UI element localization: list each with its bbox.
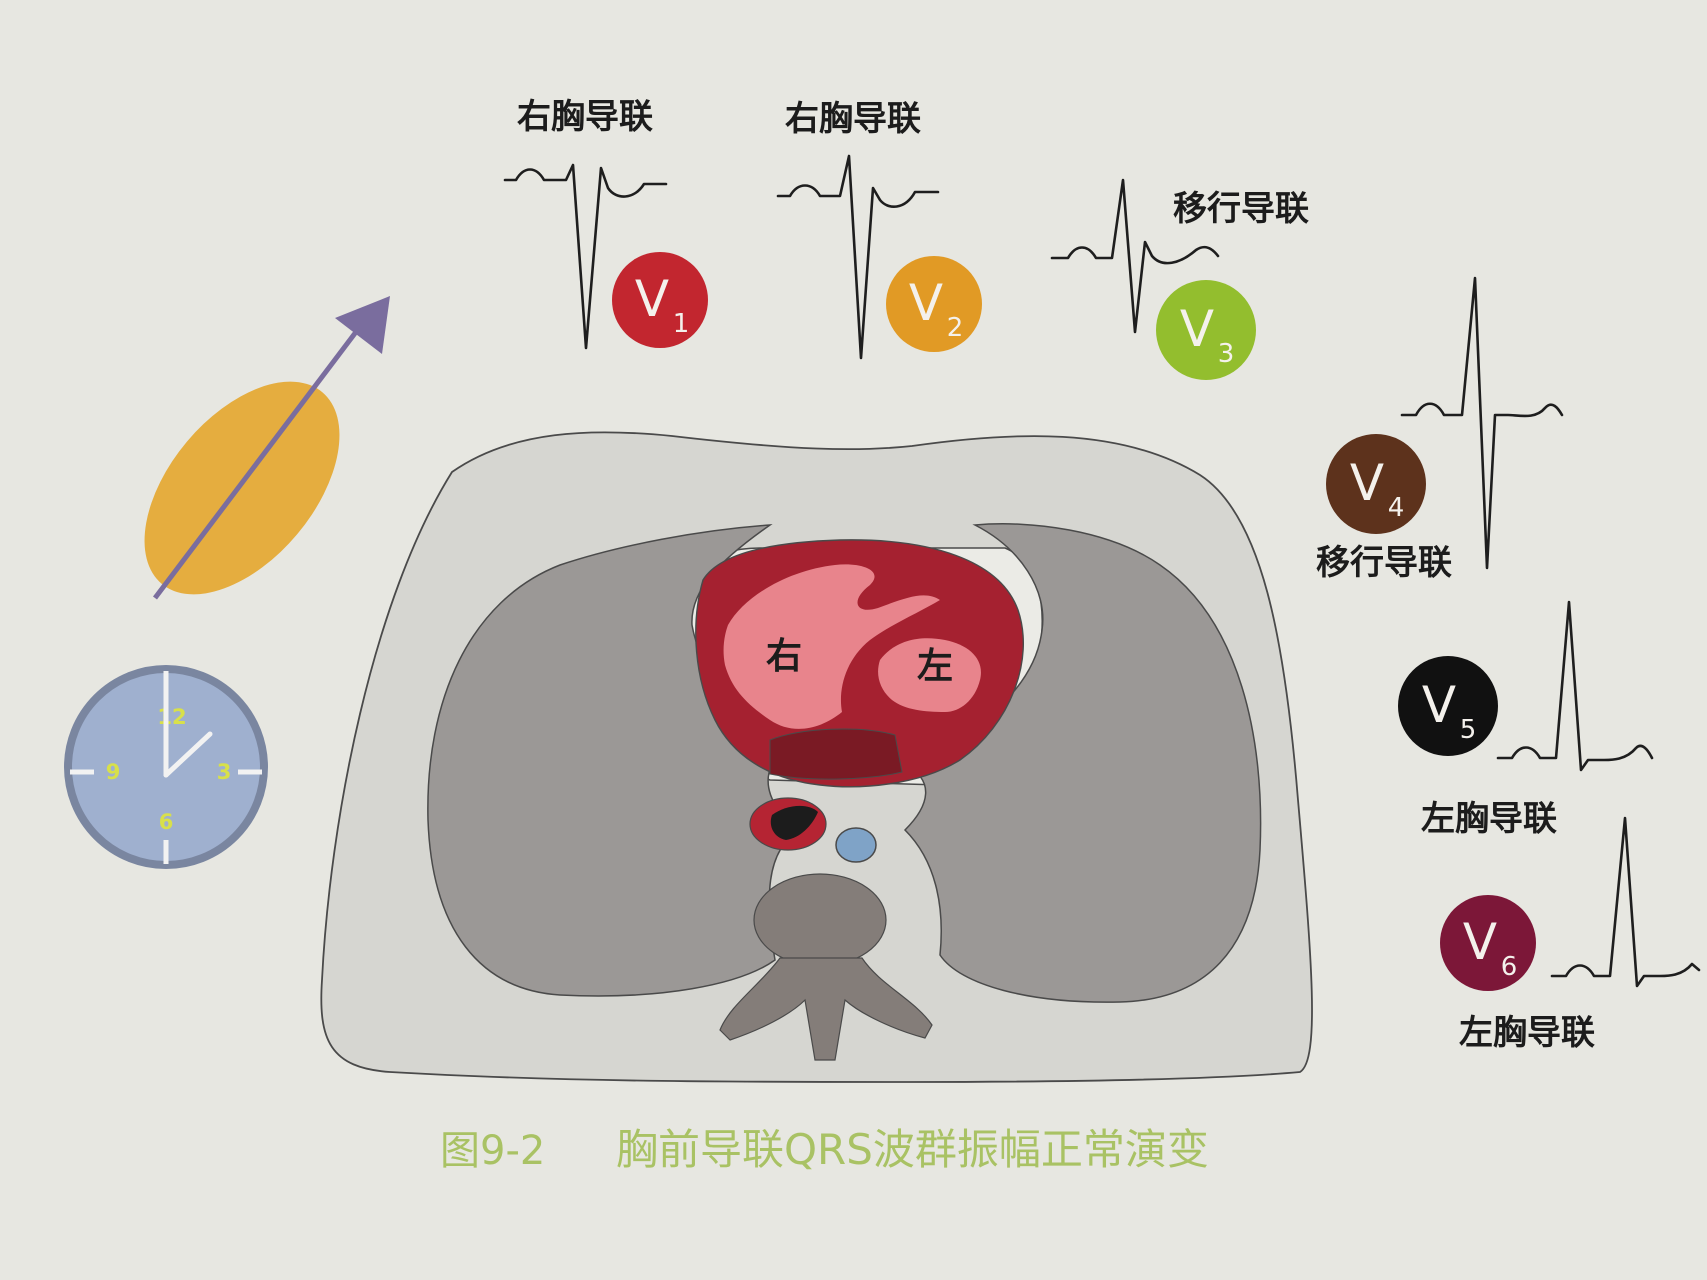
lead-v1-letter: V [635,270,669,328]
lead-v4: V 4 移行导联 [1316,276,1564,583]
lead-v4-ecg-trace [1400,276,1564,570]
lead-v4-label: 移行导联 [1316,543,1452,583]
lead-v3-number: 3 [1218,339,1235,369]
lead-v1-electrode [612,252,708,348]
lead-v1-number: 1 [673,309,690,339]
figure-caption: 图9-2 胸前导联QRS波群振幅正常演变 [440,1125,1209,1174]
vector-loop-ellipse [144,381,340,595]
lead-v5-ecg-trace [1496,600,1654,772]
lead-v5-label: 左胸导联 [1421,799,1557,839]
lead-v6-electrode [1440,895,1536,991]
lead-v2-label: 右胸导联 [785,99,921,139]
lead-v4-letter: V [1350,454,1384,512]
chest-cross-section: 右 左 [320,431,1313,1083]
lead-v2-letter: V [909,274,943,332]
lead-v2: 右胸导联 V 2 [776,99,982,360]
lead-v5-number: 5 [1460,715,1477,745]
lead-v5: V 5 左胸导联 [1398,600,1654,839]
right-ventricle-label: 右 [766,636,802,677]
lead-v3: 移行导联 V 3 [1050,178,1309,380]
esophagus [835,827,877,863]
lead-v2-number: 2 [947,313,964,343]
axis-arrow-shaft [153,318,367,600]
lead-v6-ecg-trace [1550,816,1701,988]
lead-v3-ecg-trace [1050,178,1220,334]
rotation-clock: 12 3 6 9 [64,665,268,869]
lead-v6-label: 左胸导联 [1459,1013,1595,1053]
clock-number-9: 9 [106,760,121,784]
left-atrium [769,728,903,780]
lead-v6-letter: V [1463,913,1497,971]
lead-v1-label: 右胸导联 [517,97,653,137]
lead-v4-number: 4 [1388,493,1405,523]
lead-v3-letter: V [1180,300,1214,358]
left-ventricle-chamber [878,638,981,712]
caption-title: 胸前导联QRS波群振幅正常演变 [616,1125,1209,1174]
axis-arrow-head [335,296,390,354]
vertebral-body [753,873,887,967]
lead-v5-electrode [1398,656,1498,756]
lead-v6: V 6 左胸导联 [1440,816,1701,1053]
clock-hour-hand [163,731,213,778]
lead-v6-number: 6 [1501,952,1518,982]
clock-number-3: 3 [217,760,232,784]
right-ventricle-chamber [723,564,940,729]
lead-v2-ecg-trace [776,154,940,360]
electrical-axis [144,296,390,600]
lead-v1: 右胸导联 V 1 [503,97,708,350]
clock-number-6: 6 [159,810,174,834]
lead-v5-letter: V [1422,676,1456,734]
clock-number-12: 12 [157,705,186,729]
lead-v4-electrode [1326,434,1426,534]
left-ventricle-label: 左 [917,646,953,687]
lead-v3-electrode [1156,280,1256,380]
lead-v2-electrode [886,256,982,352]
vertebral-arch [719,957,933,1061]
aorta-lumen [770,805,818,840]
lead-v3-label: 移行导联 [1173,189,1309,229]
lead-v1-ecg-trace [503,163,668,350]
caption-figure-number: 图9-2 [440,1128,545,1174]
